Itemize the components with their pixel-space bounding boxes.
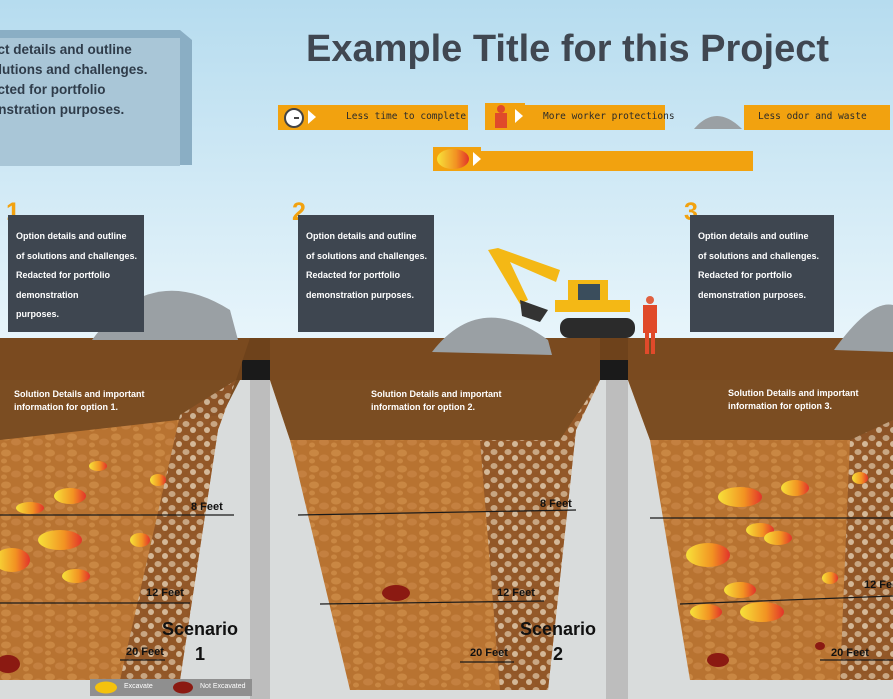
benefit-debris: Less odor and waste	[692, 103, 892, 130]
benefit-flame	[433, 147, 753, 171]
scenario-number: 1	[194, 644, 205, 664]
page-title: Example Title for this Project	[306, 28, 830, 70]
option-details-2: Option details and outline of solutions …	[298, 215, 434, 332]
solution-text-3: Solution Details and important informati…	[728, 388, 859, 411]
legend-excavate: Excavate	[124, 683, 153, 690]
depth-label: 12 Feet	[146, 587, 184, 599]
excavate-swatch	[95, 681, 117, 694]
depth-label: 8 Feet	[540, 498, 572, 510]
legend: Excavate Not Excavated	[90, 679, 252, 696]
debris-pile-icon	[692, 103, 744, 130]
solution-text-1: Solution Details and important informati…	[14, 389, 145, 412]
option-details-3: Option details and outline of solutions …	[690, 215, 834, 332]
depth-label: 8 Feet	[191, 501, 223, 513]
not-excavated-swatch	[173, 681, 193, 694]
benefit-label: Less odor and waste	[758, 111, 867, 122]
scenario-label-1: Scenario 1	[150, 617, 250, 667]
scenario-label-2: Scenario 2	[508, 617, 608, 667]
intro-text: ect details and outline olutions and cha…	[0, 42, 148, 117]
solution-text-2: Solution Details and important informati…	[371, 389, 502, 412]
depth-label: 12 Feet	[497, 587, 535, 599]
benefit-bar-2: More worker protections	[525, 105, 675, 130]
worker-icon	[485, 103, 525, 130]
scenario-name: Scenario	[519, 619, 597, 639]
benefit-label: More worker protections	[543, 111, 675, 122]
flame-icon	[433, 147, 481, 171]
benefit-bar-3: Less odor and waste	[744, 105, 890, 130]
depth-label: 20 Feet	[470, 647, 508, 659]
benefit-bar-4	[481, 151, 753, 171]
option-details-1: Option details and outline of solutions …	[8, 215, 144, 332]
scenario-name: Scenario	[161, 619, 239, 639]
benefit-stopwatch: Less time to complete	[278, 105, 678, 130]
benefit-bar-1: Less time to complete	[318, 105, 468, 130]
worker-icon	[643, 296, 657, 354]
stopwatch-icon	[278, 105, 318, 130]
legend-not-excavated: Not Excavated	[200, 683, 246, 690]
depth-label: 20 Feet	[831, 647, 869, 659]
depth-label: 20 Feet	[126, 646, 164, 658]
benefit-label: Less time to complete	[346, 111, 467, 122]
depth-label: 12 Feet	[864, 579, 893, 591]
scenario-number: 2	[552, 644, 563, 664]
excavator-icon	[488, 248, 635, 338]
benefit-worker: More worker protections	[485, 103, 685, 130]
